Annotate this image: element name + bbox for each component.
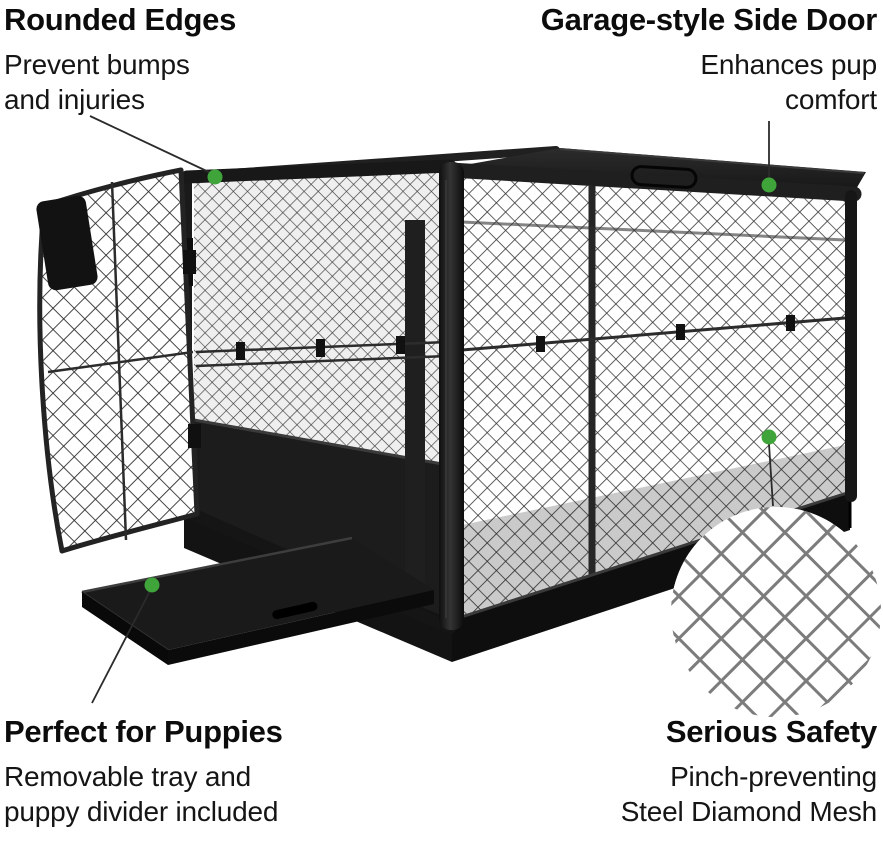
rounded-top-rail	[180, 159, 457, 184]
callout-garage-side-door: Garage-style Side Door Enhances pup comfo…	[540, 2, 878, 119]
callout-text-line: comfort	[785, 84, 877, 116]
callout-leader-lines	[89, 115, 774, 704]
callout-title-serious-safety: Serious Safety	[665, 714, 877, 749]
removable-tray	[81, 536, 434, 665]
callout-text-line: Steel Diamond Mesh	[620, 796, 878, 828]
mesh-detail-circle	[671, 507, 881, 717]
front-corner-post	[439, 162, 464, 630]
callout-body-garage-side-door: Enhances pup comfort	[541, 47, 877, 119]
callout-title-perfect-for-puppies: Perfect for Puppies	[4, 714, 283, 749]
door-latch-panel	[36, 195, 98, 291]
callout-text-line: and injuries	[4, 84, 145, 116]
callout-text-line: Enhances pup	[700, 48, 877, 80]
callout-body-rounded-edges: Prevent bumps and injuries	[4, 47, 236, 119]
marker-dot-side-door	[761, 177, 777, 193]
callout-rounded-edges: Rounded Edges Prevent bumps and injuries	[4, 2, 236, 118]
callout-text-line: Pinch-preventing	[670, 760, 877, 792]
front-mesh-panel	[461, 178, 846, 616]
interior-support-bars	[195, 336, 449, 368]
callout-text-line: Removable tray and	[4, 760, 251, 792]
door-hinge	[183, 250, 196, 274]
leader-line-safety	[768, 443, 774, 507]
leader-line-puppies	[91, 590, 151, 704]
marker-dot-safety	[761, 429, 777, 445]
callout-markers	[144, 169, 777, 593]
marker-dot-rounded-edges	[207, 169, 223, 185]
callout-text-line: puppy divider included	[4, 796, 279, 828]
callout-body-perfect-for-puppies: Removable tray and puppy divider included	[4, 759, 283, 831]
leader-line-rounded-edges	[89, 115, 214, 175]
callout-title-garage-side-door: Garage-style Side Door	[540, 2, 878, 37]
crate-roof	[442, 148, 866, 502]
open-side-door	[36, 167, 201, 554]
roof-handle	[630, 165, 698, 189]
marker-dot-puppies	[144, 577, 160, 593]
door-hinge	[188, 424, 201, 448]
callout-perfect-for-puppies: Perfect for Puppies Removable tray and pu…	[4, 714, 283, 830]
puppy-divider-panel	[405, 220, 425, 605]
tray-handle-slot	[272, 601, 318, 620]
callout-title-rounded-edges: Rounded Edges	[4, 2, 237, 37]
callout-text-line: Prevent bumps	[4, 48, 190, 80]
